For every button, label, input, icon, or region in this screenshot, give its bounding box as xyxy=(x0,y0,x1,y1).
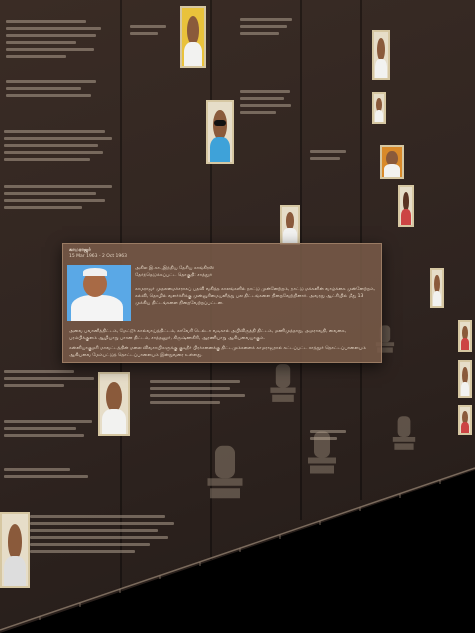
popup-party: அகில இ.கா.,இந்திய தேசிய காங்கிரஸ் xyxy=(135,266,214,271)
emblem-icon xyxy=(302,425,342,480)
portrait-thumbnail[interactable] xyxy=(280,205,300,245)
portrait-thumbnail[interactable] xyxy=(372,30,390,80)
portrait-thumbnail[interactable] xyxy=(430,268,444,308)
text-block[interactable] xyxy=(130,25,170,39)
portrait-thumbnail[interactable] xyxy=(98,372,130,436)
text-block[interactable] xyxy=(310,150,350,164)
portrait-thumbnail[interactable] xyxy=(372,92,386,124)
emblem-icon xyxy=(372,320,398,358)
popup-paragraph-3: கன்னியாகுமரி மாவட்டத்தின் மலை விவசாயிகளு… xyxy=(69,346,366,358)
text-block[interactable] xyxy=(150,380,250,408)
emblem-icon xyxy=(388,410,420,456)
popup-paragraph-2: அவை பவானித்திட்டம், மேட்டூர் கால்வாய்த்த… xyxy=(69,329,347,341)
text-block[interactable] xyxy=(4,185,116,213)
emblem-icon xyxy=(200,440,250,504)
portrait-thumbnail[interactable] xyxy=(0,512,30,588)
text-block[interactable] xyxy=(240,18,295,39)
detail-popup[interactable]: காமராஜர் 15 Mar 1963 - 2 Oct 1963 அகில இ… xyxy=(62,243,382,363)
text-block[interactable] xyxy=(6,80,106,101)
text-block[interactable] xyxy=(4,130,114,165)
portrait-thumbnail[interactable] xyxy=(458,360,472,398)
portrait-thumbnail[interactable] xyxy=(458,405,472,435)
popup-constituency: தேர்ந்தெடுக்கப்பட்ட தொகுதி: சாத்தூர் xyxy=(135,273,213,278)
popup-title: காமராஜர் xyxy=(69,247,91,253)
portrait-thumbnail[interactable] xyxy=(380,145,404,179)
text-block[interactable] xyxy=(6,20,106,62)
text-block[interactable] xyxy=(30,515,180,557)
text-block[interactable] xyxy=(4,370,104,391)
popup-dates: 15 Mar 1963 - 2 Oct 1963 xyxy=(69,254,127,259)
portrait-thumbnail[interactable] xyxy=(206,100,234,164)
portrait-thumbnail[interactable] xyxy=(180,6,206,68)
text-block[interactable] xyxy=(4,420,104,441)
portrait-thumbnail[interactable] xyxy=(458,320,472,352)
portrait-thumbnail[interactable] xyxy=(398,185,414,227)
text-block[interactable] xyxy=(310,430,355,444)
emblem-icon xyxy=(265,360,301,406)
popup-paragraph-1: காமராஜர் முதலமைச்சராகப் பதவி வகித்த காலங… xyxy=(135,287,375,306)
text-block[interactable] xyxy=(4,468,104,482)
text-block[interactable] xyxy=(240,90,295,118)
popup-portrait xyxy=(67,265,131,321)
